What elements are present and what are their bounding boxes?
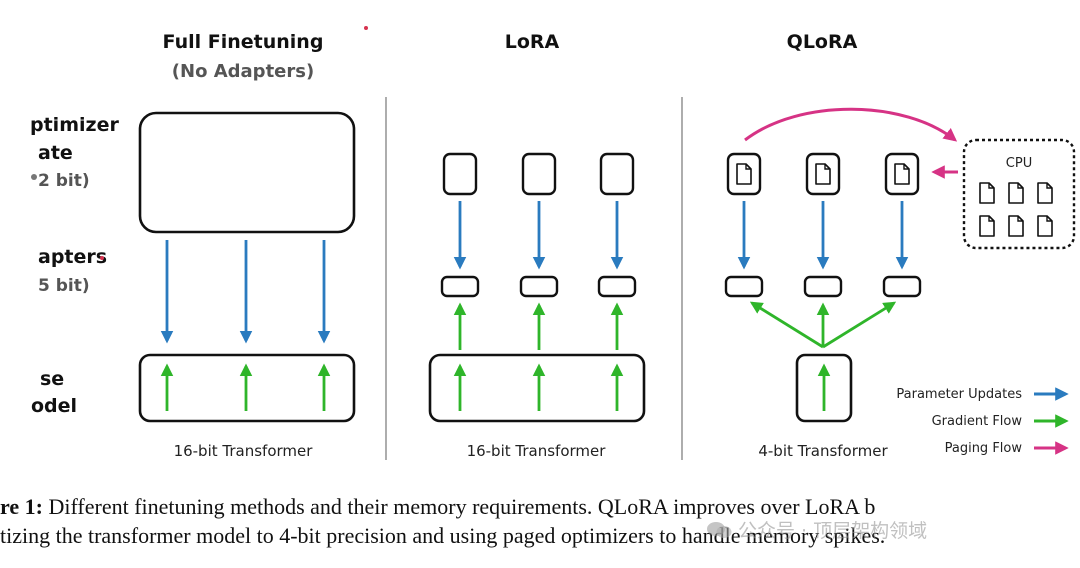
- row-label-optimizer-2: ate: [38, 142, 73, 164]
- qlora-footer-label: 4-bit Transformer: [758, 442, 888, 460]
- full-optimizer-state-box: [138, 111, 356, 234]
- caption-text-1: Different finetuning methods and their m…: [42, 494, 876, 519]
- legend-label-paging: Paging Flow: [945, 441, 1023, 456]
- row-label-adapters: apters: [38, 246, 107, 268]
- qlora-optimizer-boxes: [726, 152, 920, 196]
- lora-optimizer-boxes: [442, 152, 635, 196]
- full-finetuning-subtitle: (No Adapters): [172, 61, 314, 82]
- qlora-adapter-boxes: [724, 275, 922, 298]
- legend-label-updates: Parameter Updates: [896, 387, 1022, 402]
- qlora-update-arrows: [737, 201, 909, 270]
- watermark: 公众号 · 顶层架构领域: [706, 516, 927, 543]
- row-label-adapters-bits: 5 bit): [38, 276, 90, 296]
- lora-adapter-boxes: [440, 275, 637, 298]
- stray-dot: [364, 26, 368, 30]
- page-icon: [894, 163, 910, 185]
- full-update-arrows: [160, 240, 331, 344]
- lora-title: LoRA: [505, 31, 560, 53]
- legend: Parameter Updates Gradient Flow Paging F…: [896, 387, 1069, 456]
- lora-footer-label: 16-bit Transformer: [467, 442, 607, 460]
- page-icon: [815, 163, 831, 185]
- wechat-icon: [707, 522, 732, 538]
- qlora-gradient-fan-arrows: [749, 301, 897, 349]
- figure-diagram: Full Finetuning (No Adapters) LoRA QLoRA…: [30, 26, 1076, 460]
- page-icon: [736, 163, 752, 185]
- row-label-optimizer-bits: 2 bit): [38, 171, 90, 191]
- row-label-optimizer: ptimizer: [30, 114, 119, 136]
- caption-line-1: re 1: Different finetuning methods and t…: [0, 492, 1080, 521]
- row-label-base: se: [40, 368, 64, 390]
- lora-base-model-box: [428, 353, 646, 423]
- full-gradient-arrows: [160, 363, 331, 411]
- row-label-model: odel: [31, 395, 77, 417]
- full-finetuning-title: Full Finetuning: [163, 31, 324, 53]
- caption-line-2: tizing the transformer model to 4-bit pr…: [0, 523, 886, 548]
- row-label-bits-fragment: [31, 174, 37, 180]
- qlora-title: QLoRA: [787, 31, 858, 53]
- lora-base-gradient-arrows: [453, 363, 624, 411]
- row-label-dot: [100, 256, 104, 260]
- watermark-text: 公众号 · 顶层架构领域: [738, 520, 928, 542]
- figure-caption: re 1: Different finetuning methods and t…: [0, 492, 1080, 550]
- lora-adapter-gradient-arrows: [453, 302, 624, 350]
- lora-update-arrows: [453, 201, 624, 270]
- cpu-label: CPU: [1006, 156, 1032, 171]
- legend-label-gradient: Gradient Flow: [932, 414, 1023, 429]
- caption-figure-number: re 1:: [0, 494, 43, 519]
- full-footer-label: 16-bit Transformer: [174, 442, 314, 460]
- paging-arrow-to-cpu: [744, 107, 958, 142]
